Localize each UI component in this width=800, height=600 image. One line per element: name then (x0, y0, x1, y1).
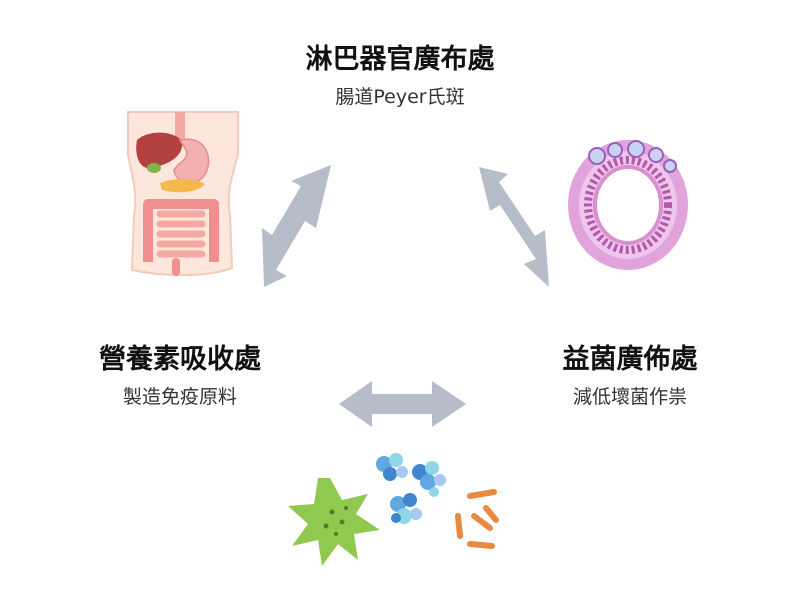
node-subtitle: 腸道Peyer氏斑 (335, 86, 465, 109)
node-title: 淋巴器官廣布處 (305, 44, 495, 75)
torso-digestive-icon (127, 111, 239, 277)
intestine-cross-section-icon (568, 140, 688, 270)
node-subtitle: 減低壞菌作祟 (572, 386, 687, 409)
arrow-top-right (479, 167, 549, 287)
bacteria-cluster-icon (288, 453, 499, 566)
node-title: 營養素吸收處 (99, 344, 261, 375)
node-nutrient-absorption: 營養素吸收處 製造免疫原料 (70, 344, 290, 409)
node-probiotics: 益菌廣佈處 減低壞菌作祟 (530, 344, 730, 409)
node-subtitle: 製造免疫原料 (122, 386, 237, 409)
arrow-top-left (262, 165, 331, 287)
node-title: 益菌廣佈處 (562, 344, 698, 375)
node-lymph-organs: 淋巴器官廣布處 腸道Peyer氏斑 (250, 44, 550, 109)
arrow-bottom (339, 381, 466, 427)
